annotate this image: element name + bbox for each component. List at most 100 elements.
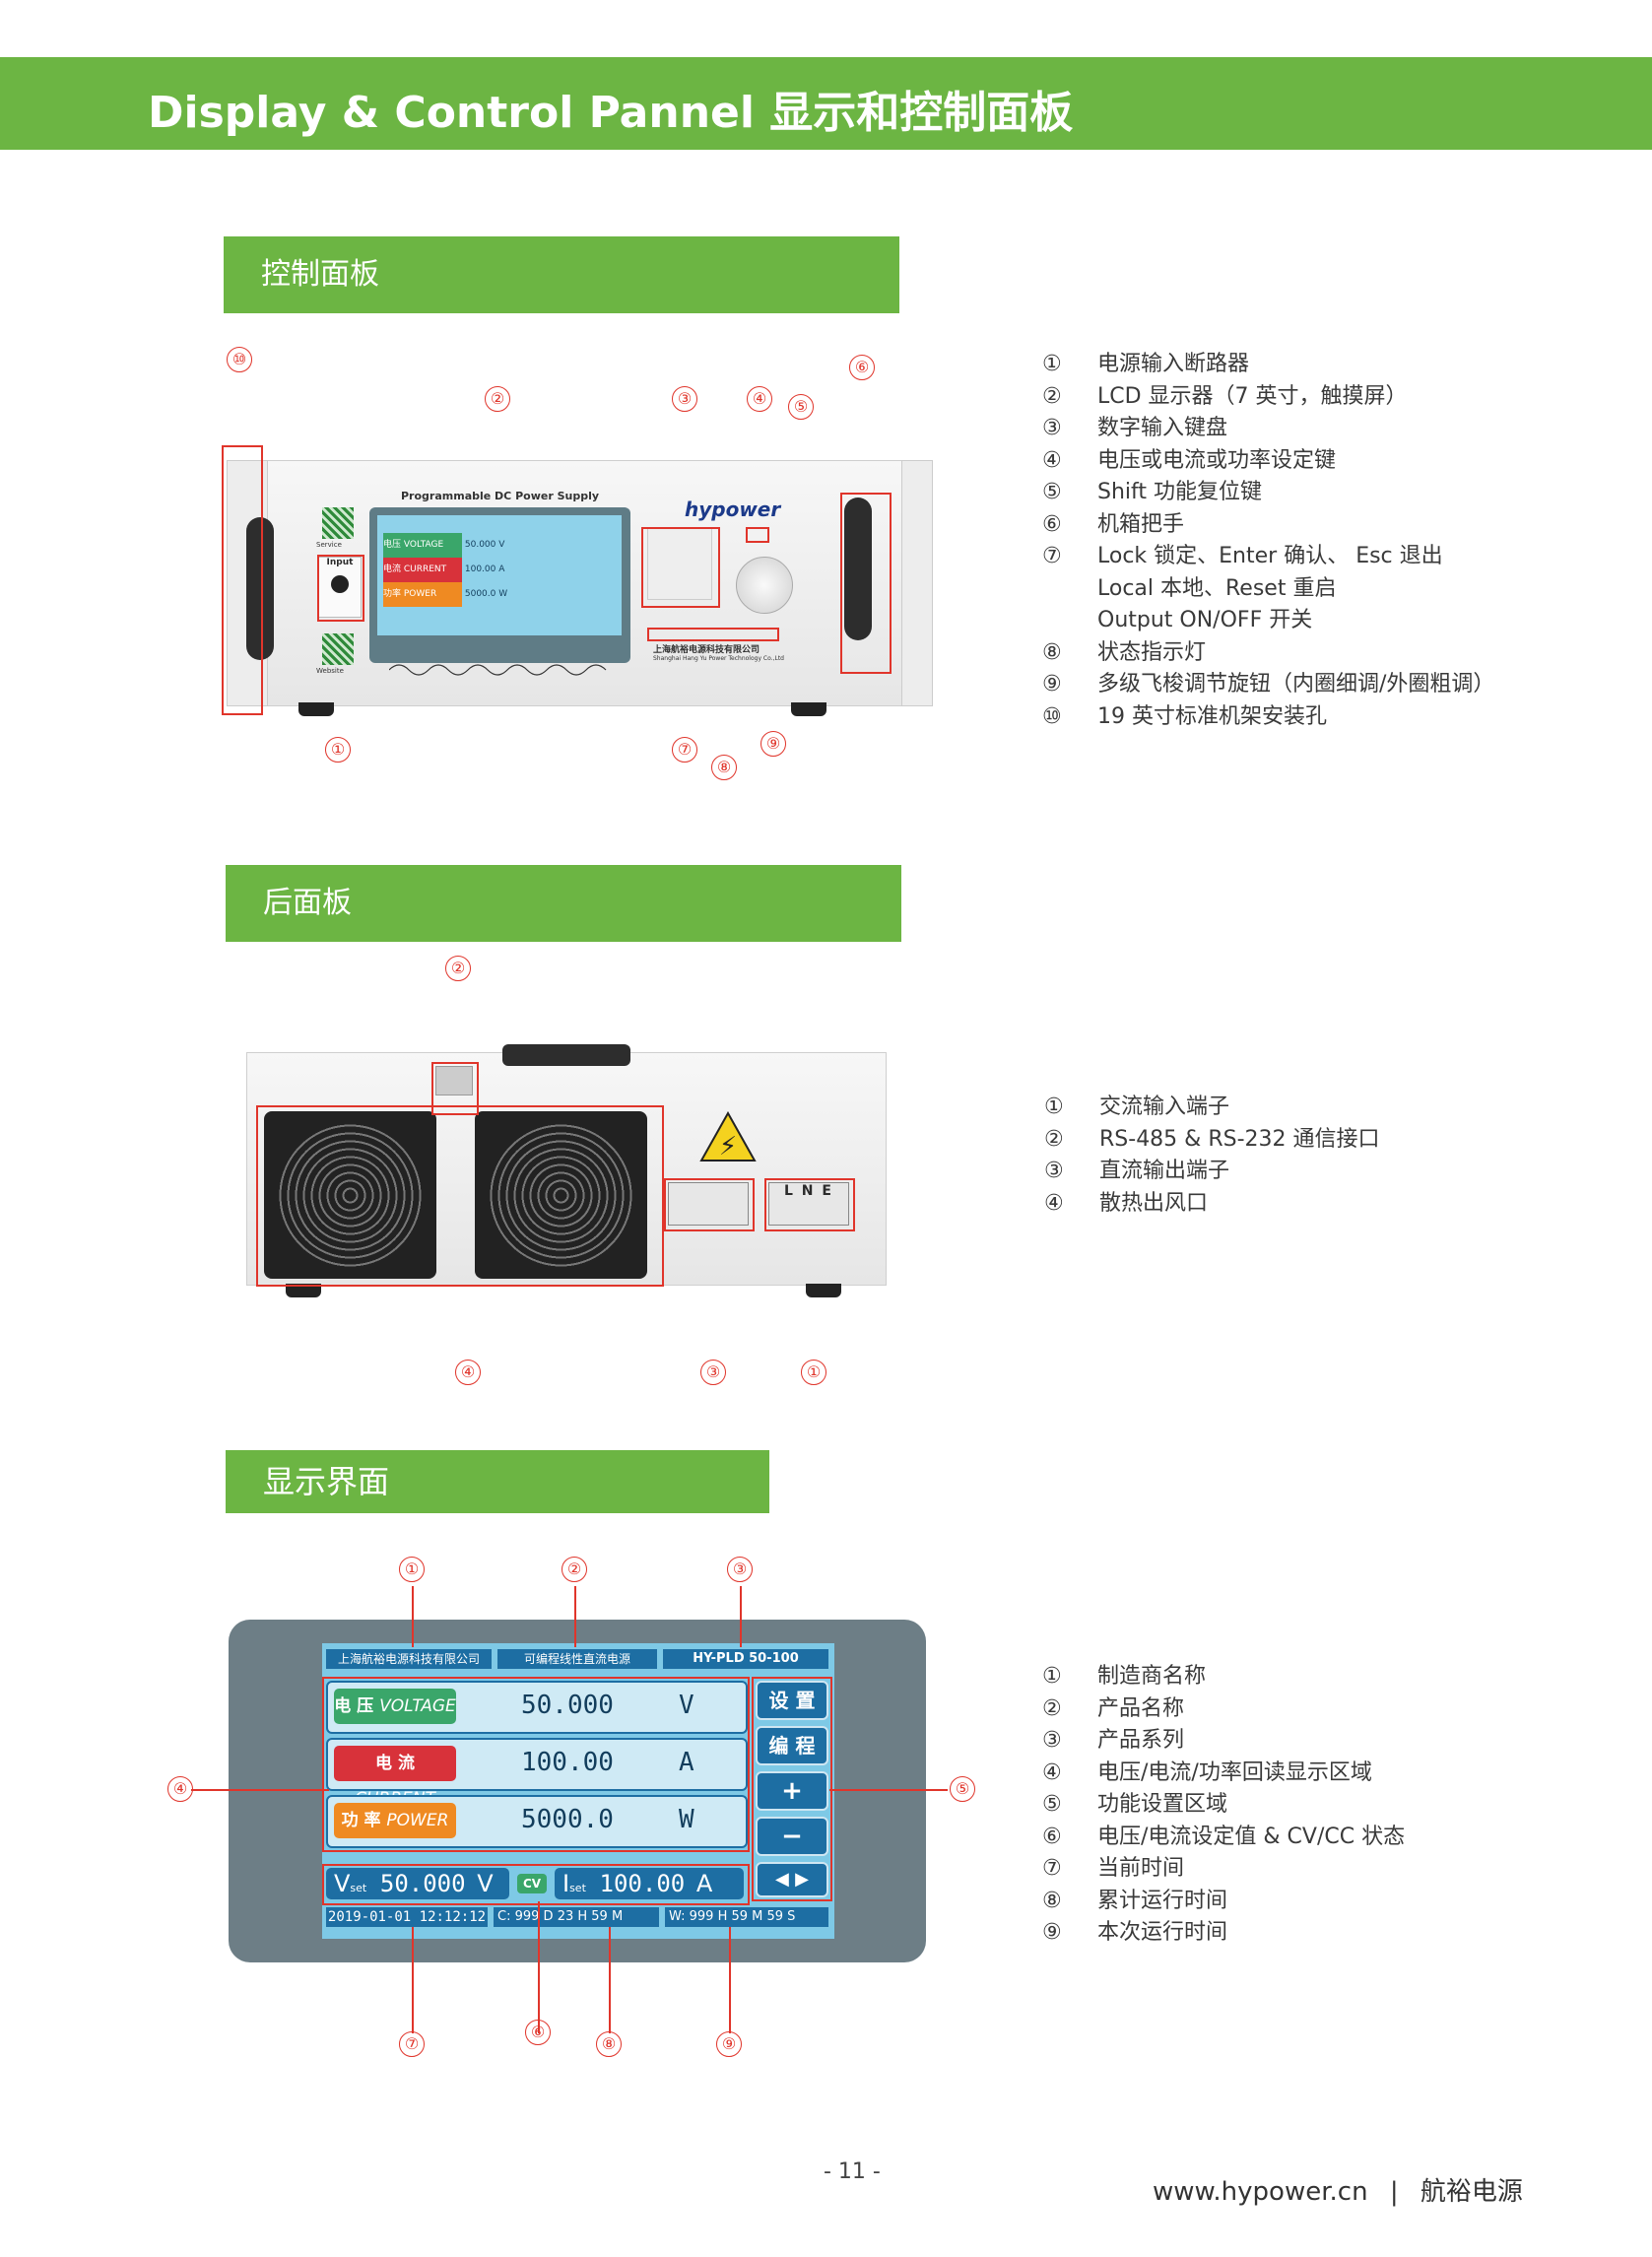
- section-header-rear: 后面板: [226, 865, 901, 942]
- callout-6: ⑥: [849, 355, 875, 380]
- callout-box-fans: [256, 1105, 664, 1287]
- qr-code-website: [322, 633, 354, 665]
- current-readback: 电 流 CURRENT 100.00 A: [326, 1738, 748, 1809]
- power-readback: 功 率 POWER 5000.0 W: [326, 1795, 748, 1848]
- front-lcd-row: 功率 POWER 5000.0 W: [383, 582, 580, 607]
- callout-4: ④: [747, 386, 772, 412]
- footer-website-link[interactable]: www.hypower.cn | 航裕电源: [1153, 2177, 1523, 2207]
- leader-line: [538, 1901, 540, 2033]
- power-tag: 功 率 POWER: [334, 1803, 456, 1838]
- callout-box-leds: [647, 628, 779, 641]
- iset-field[interactable]: Iset 100.00 A: [555, 1868, 744, 1899]
- handle-right: [844, 498, 872, 640]
- callout-1: ①: [325, 737, 351, 763]
- warning-icon: ⚡: [699, 1111, 757, 1162]
- vset-field[interactable]: Vset 50.000 V: [326, 1868, 509, 1899]
- legend-item-continued: Output ON/OFF 开关: [1097, 608, 1313, 632]
- leader-line: [574, 1586, 576, 1647]
- callout-box-ac: [764, 1178, 855, 1231]
- device-company-cn: 上海航裕电源科技有限公司: [653, 645, 760, 655]
- device-company-en: Shanghai Hang Yu Power Technology Co.,Lt…: [653, 655, 784, 662]
- fan-left: [264, 1111, 436, 1279]
- leader-line: [412, 1586, 414, 1647]
- leader-line: [829, 1789, 948, 1791]
- callout-9: ⑨: [760, 731, 786, 757]
- leader-line: [729, 1927, 731, 2033]
- shuttle-knob[interactable]: [736, 557, 793, 614]
- page-title: Display & Control Pannel 显示和控制面板: [148, 88, 1074, 138]
- callout-8: ⑧: [711, 755, 737, 780]
- callout-box-function: [752, 1677, 832, 1901]
- fan-grill-icon: [274, 1119, 427, 1272]
- callout-box-rack: [222, 445, 263, 715]
- callout-box-dc: [664, 1178, 755, 1231]
- leader-line: [412, 1927, 414, 2033]
- callout-10: ⑩: [227, 347, 252, 372]
- qr-code-service: [322, 507, 354, 539]
- rear-callout-3: ③: [700, 1360, 726, 1385]
- callout-box-shift: [746, 527, 769, 543]
- section-header-display: 显示界面: [226, 1450, 769, 1513]
- display-callout-7: ⑦: [399, 2031, 425, 2057]
- display-callout-5: ⑤: [950, 1776, 975, 1802]
- current-time: 2019-01-01 12:12:12: [326, 1907, 488, 1927]
- ac-input-terminal[interactable]: L N E: [768, 1182, 849, 1226]
- section-header-front: 控制面板: [224, 236, 899, 313]
- title-banner: [0, 57, 1652, 150]
- dc-output-terminal[interactable]: [668, 1182, 749, 1226]
- svg-text:⚡: ⚡: [719, 1132, 737, 1162]
- foot: [286, 1284, 321, 1297]
- input-lne-label: L N E: [784, 1183, 833, 1199]
- fan-grill-icon: [485, 1119, 637, 1272]
- product-series: HY-PLD 50-100: [663, 1649, 828, 1669]
- rs232-port[interactable]: [435, 1066, 473, 1095]
- waveform-decoration: [389, 664, 607, 676]
- display-callout-2: ②: [562, 1557, 587, 1582]
- current-unit: A: [679, 1748, 694, 1777]
- rear-callout-1: ①: [801, 1360, 826, 1385]
- leader-line: [191, 1789, 329, 1791]
- display-callout-8: ⑧: [596, 2031, 622, 2057]
- callout-2: ②: [485, 386, 510, 412]
- decrease-button[interactable]: −: [756, 1817, 828, 1856]
- increase-button[interactable]: +: [756, 1771, 828, 1811]
- front-lcd: 电压 VOLTAGE 50.000 V 电流 CURRENT 100.00 A …: [369, 507, 630, 663]
- settings-button[interactable]: 设 置: [756, 1681, 828, 1720]
- rear-callout-4: ④: [455, 1360, 481, 1385]
- display-callout-3: ③: [727, 1557, 753, 1582]
- fan-right: [475, 1111, 647, 1279]
- handle-left: [246, 517, 274, 660]
- front-lcd-row: 电流 CURRENT 100.00 A: [383, 558, 580, 582]
- callout-box-comm: [431, 1062, 479, 1115]
- rear-handle: [502, 1044, 630, 1066]
- front-lcd-row: 电压 VOLTAGE 50.000 V: [383, 533, 580, 558]
- device-label: Programmable DC Power Supply: [401, 490, 600, 502]
- arrow-buttons[interactable]: ◀ ▶: [756, 1862, 828, 1897]
- leader-line: [740, 1586, 742, 1647]
- section-title-front: 控制面板: [261, 257, 379, 292]
- voltage-value: 50.000: [521, 1691, 614, 1720]
- foot: [298, 702, 334, 716]
- front-panel-figure: Service Website Input Programmable DC Po…: [222, 340, 933, 773]
- input-label: Input: [326, 558, 354, 567]
- manufacturer-name: 上海航裕电源科技有限公司: [326, 1649, 492, 1669]
- program-button[interactable]: 编 程: [756, 1726, 828, 1765]
- callout-5: ⑤: [788, 394, 814, 420]
- display-screen: 上海航裕电源科技有限公司 可编程线性直流电源 HY-PLD 50-100 电 压…: [322, 1643, 834, 1939]
- display-callout-6: ⑥: [525, 2020, 551, 2045]
- numeric-keypad[interactable]: [647, 527, 712, 600]
